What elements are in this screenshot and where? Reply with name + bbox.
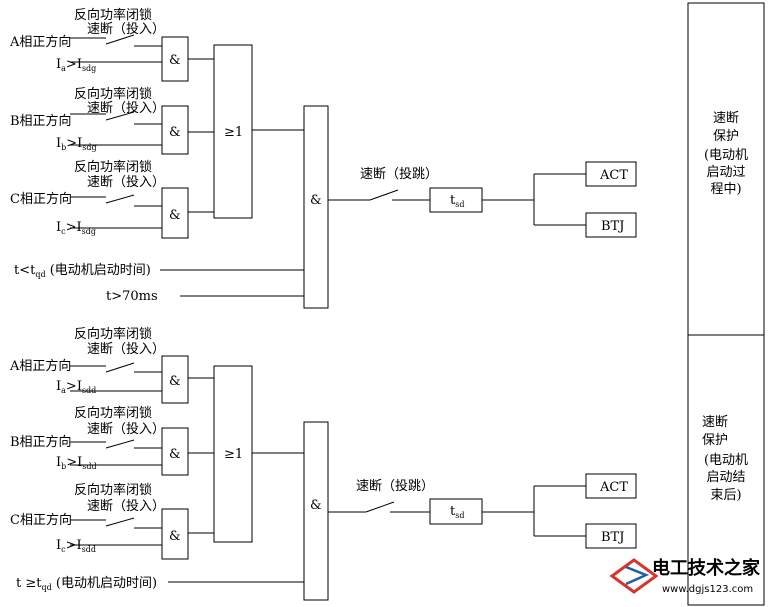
act-label-bottom: ACT (599, 480, 628, 495)
lock-label-c-bottom: 反向功率闭锁 (74, 482, 152, 498)
and-gate-c-top (161, 187, 189, 239)
direction-label-b-top: B相正方向 (10, 113, 72, 129)
labels-top: 反向功率闭锁 速断（投入） A相正方向 Ia>Isdg 反向功率闭锁 速断（投入… (9, 7, 628, 304)
side-label-top-4: 启动过 (706, 165, 745, 180)
direction-label-c-top: C相正方向 (10, 191, 72, 207)
current-label-b-bottom: Ib>Isdd (56, 455, 97, 471)
and-symbol-a-bottom: & (169, 374, 181, 389)
timer-top (429, 187, 483, 213)
current-label-b-top: Ib>Isdg (56, 136, 97, 152)
speed-put-label-c-top: 速断（投入） (87, 174, 165, 190)
current-label-c-bottom: Ic>Isdd (56, 538, 96, 554)
side-label-bottom-3: (电动机 (704, 453, 748, 468)
and-symbol-c-top: & (169, 208, 181, 223)
logo-diamond (609, 558, 659, 594)
side-box-top (687, 2, 765, 336)
t70-condition-top: t>70ms (106, 289, 158, 304)
and-gate-a-top (161, 36, 189, 82)
and-symbol-main-top: & (310, 193, 322, 208)
speed-put-label-a-bottom: 速断（投入） (87, 341, 165, 357)
and-gate-a-bottom (161, 355, 189, 404)
direction-label-c-bottom: C相正方向 (10, 512, 72, 528)
lock-label-b-top: 反向功率闭锁 (74, 86, 152, 102)
current-label-c-top: Ic>Isdg (56, 220, 96, 236)
act-box-bottom (585, 473, 637, 499)
start-time-condition-bottom: t ≥tqd (电动机启动时间) (16, 576, 157, 592)
lock-label-a-top: 反向功率闭锁 (74, 7, 152, 23)
side-label-bottom-5: 束后) (710, 488, 741, 503)
and-gate-b-bottom (161, 427, 189, 476)
speed-put-label-c-bottom: 速断（投入） (87, 498, 165, 514)
side-column (687, 2, 765, 606)
speed-put-label-b-top: 速断（投入） (87, 100, 165, 116)
or-gate-bottom (213, 365, 253, 543)
trip-switch-label-bottom: 速断（投跳） (356, 478, 434, 494)
lock-label-b-bottom: 反向功率闭锁 (74, 405, 152, 421)
and-gate-b-top (161, 105, 189, 155)
lock-label-c-top: 反向功率闭锁 (74, 159, 152, 175)
watermark-logo (609, 558, 659, 594)
timer-bottom (429, 498, 483, 525)
and-gate-main-top (303, 105, 329, 309)
speed-put-label-a-top: 速断（投入） (87, 21, 165, 37)
side-label-bottom-2: 保护 (702, 433, 728, 448)
or-gate-top (213, 44, 253, 219)
watermark: 电工技术之家 www.dgjs123.com (609, 557, 761, 595)
timer-label-top: tsd (450, 193, 464, 209)
and-symbol-a-top: & (169, 53, 181, 68)
timer-label-bottom: tsd (450, 504, 464, 520)
section-top (70, 34, 637, 309)
start-time-condition-top: t<tqd (电动机启动时间) (14, 263, 151, 279)
speed-put-label-b-bottom: 速断（投入） (87, 421, 165, 437)
btj-label-top: BTJ (601, 219, 624, 234)
and-symbol-b-bottom: & (169, 447, 181, 462)
watermark-url: www.dgjs123.com (662, 584, 753, 595)
direction-label-a-top: A相正方向 (9, 34, 71, 50)
act-box-top (585, 161, 637, 187)
lock-label-a-bottom: 反向功率闭锁 (74, 326, 152, 342)
and-gate-c-bottom (161, 508, 189, 560)
direction-label-a-bottom: A相正方向 (9, 358, 71, 374)
btj-box-bottom (585, 523, 637, 549)
side-label-bottom-4: 启动结 (706, 470, 745, 485)
side-label-top-5: 程中) (710, 182, 741, 197)
and-gate-main-bottom (303, 421, 329, 601)
side-label-top-2: 保护 (713, 129, 739, 144)
btj-label-bottom: BTJ (601, 530, 624, 545)
current-label-a-top: Ia>Isdg (56, 57, 96, 73)
side-labels: 速断 保护 (电动机 启动过 程中) 速断 保护 (电动机 启动结 束后) (702, 111, 748, 503)
watermark-title: 电工技术之家 (652, 557, 761, 579)
side-label-top-3: (电动机 (704, 148, 748, 163)
section-bottom (70, 355, 637, 601)
side-label-top-1: 速断 (713, 111, 739, 126)
labels-bottom: 反向功率闭锁 速断（投入） A相正方向 Ia>Isdd 反向功率闭锁 速断（投入… (9, 326, 628, 592)
logo-arrow (625, 565, 650, 586)
trip-switch-label-top: 速断（投跳） (360, 166, 438, 182)
current-label-a-bottom: Ia>Isdd (56, 379, 96, 395)
direction-label-b-bottom: B相正方向 (10, 434, 72, 450)
and-symbol-main-bottom: & (310, 498, 322, 513)
act-label-top: ACT (599, 168, 628, 183)
btj-box-top (585, 212, 637, 238)
and-symbol-b-top: & (169, 125, 181, 140)
side-box-bottom (687, 334, 765, 606)
and-symbol-c-bottom: & (169, 529, 181, 544)
or-symbol-top: ≥1 (224, 125, 243, 140)
side-label-bottom-1: 速断 (702, 415, 728, 430)
or-symbol-bottom: ≥1 (224, 447, 243, 462)
